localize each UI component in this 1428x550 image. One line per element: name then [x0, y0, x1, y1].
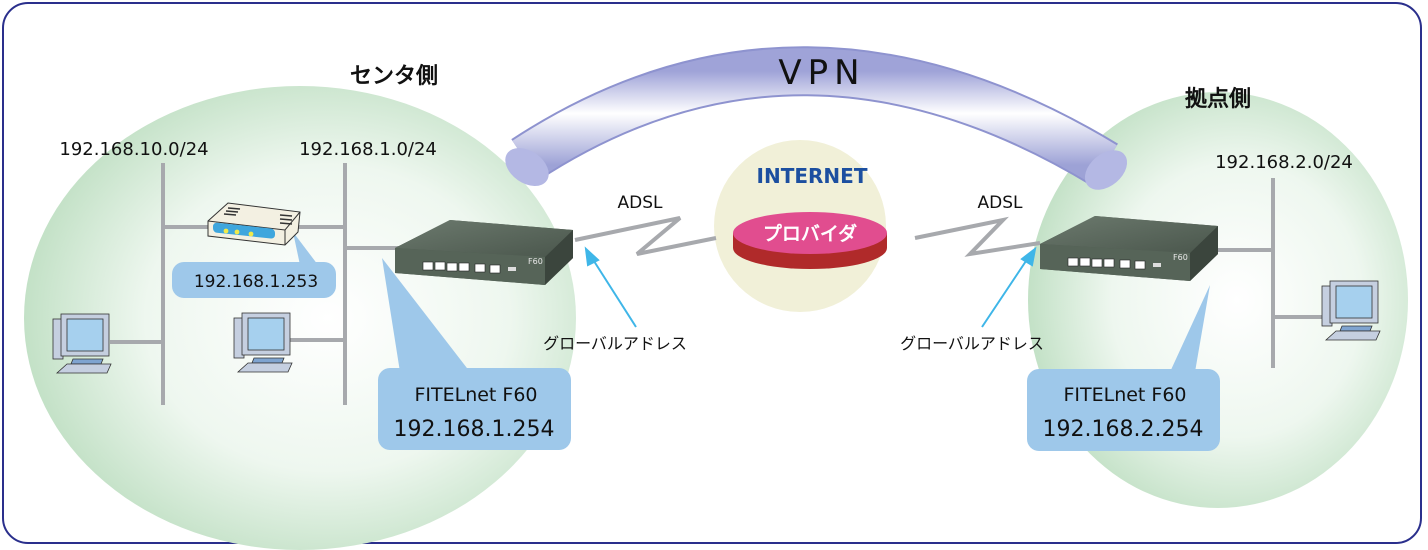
branch-site-label: 拠点側 [1185, 86, 1251, 112]
router-callout-bubble [172, 232, 336, 298]
pc-icon-3 [1321, 280, 1381, 341]
center-f60-callout-bubble [378, 258, 571, 450]
vpn-tunnel-end-right [1084, 150, 1128, 190]
fitelnet-f60-center-device: F60 [395, 220, 573, 285]
lan-router-icon [207, 202, 301, 246]
diagram-frame [2, 2, 1422, 544]
provider-disk-icon [733, 212, 887, 269]
center-f60-ip-label: 192.168.1.254 [394, 417, 555, 442]
center-site-label: センタ側 [350, 64, 438, 89]
global-address-label-branch: グローバルアドレス [900, 334, 1044, 353]
branch-lan-lines [1218, 178, 1328, 368]
svg-text:F60: F60 [528, 257, 543, 266]
svg-text:F60: F60 [1173, 253, 1188, 262]
pc-icon-2 [233, 312, 293, 373]
vpn-tunnel-end-left [505, 147, 549, 187]
fitelnet-f60-branch-device: F60 [1040, 216, 1218, 281]
global-address-arrow-center [584, 246, 637, 328]
network-label-2: 192.168.2.0/24 [1215, 152, 1353, 173]
provider-label: プロバイダ [763, 222, 857, 245]
pc-icon-1 [52, 313, 112, 374]
center-f60-model-label: FITELnet F60 [414, 384, 537, 406]
adsl-label-center: ADSL [618, 193, 664, 213]
branch-f60-ip-label: 192.168.2.254 [1043, 417, 1204, 442]
global-address-label-center: グローバルアドレス [543, 334, 687, 353]
router-ip-label: 192.168.1.253 [194, 272, 318, 292]
global-address-arrow-branch [981, 246, 1037, 328]
network-label-10: 192.168.10.0/24 [59, 139, 208, 160]
adsl-link-branch [914, 216, 1041, 257]
adsl-label-branch: ADSL [978, 193, 1024, 213]
network-label-1: 192.168.1.0/24 [299, 139, 437, 160]
adsl-link-center [574, 216, 717, 256]
internet-label: INTERNET [757, 164, 868, 188]
branch-f60-callout-bubble [1027, 285, 1220, 451]
branch-f60-model-label: FITELnet F60 [1063, 384, 1186, 406]
vpn-label: VPN [778, 53, 865, 93]
